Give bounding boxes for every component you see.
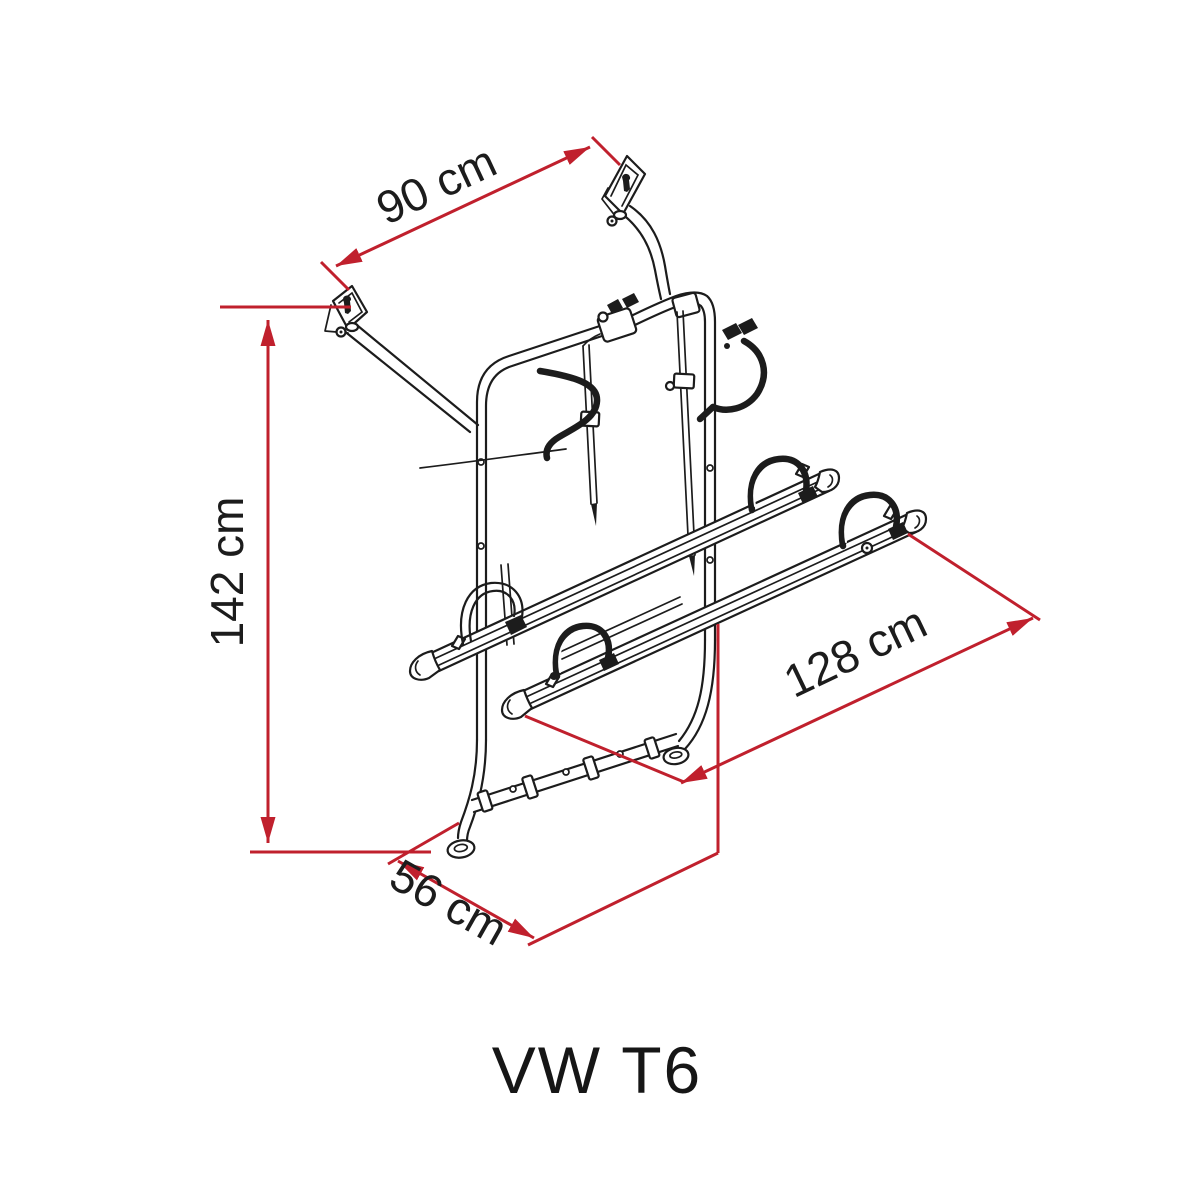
dimension-142cm — [220, 305, 431, 854]
mounting-bracket-right — [601, 154, 672, 301]
dimension-90cm — [319, 135, 622, 292]
wheel-strap — [459, 581, 527, 646]
dimension-label-depth: 56 cm — [382, 849, 517, 956]
rail-end-cap — [813, 468, 841, 494]
bike-frame-holder-right — [664, 291, 768, 576]
wheel-strap — [550, 622, 619, 680]
dimension-128cm — [524, 532, 1041, 947]
dimension-label-length: 128 cm — [776, 596, 935, 708]
dimension-label-height: 142 cm — [201, 497, 253, 648]
bike-rail-lower — [500, 491, 928, 720]
rail-end-cap — [900, 509, 928, 535]
wheel-strap — [747, 455, 818, 514]
dimension-lines — [220, 135, 1041, 947]
wheel-strap — [838, 491, 908, 555]
vehicle-model-caption: VW T6 — [492, 1033, 702, 1107]
dimension-56cm — [387, 821, 535, 940]
bike-frame-holder-left — [419, 293, 639, 526]
foot-pad-left — [446, 839, 476, 859]
bike-rail-upper — [408, 455, 841, 681]
